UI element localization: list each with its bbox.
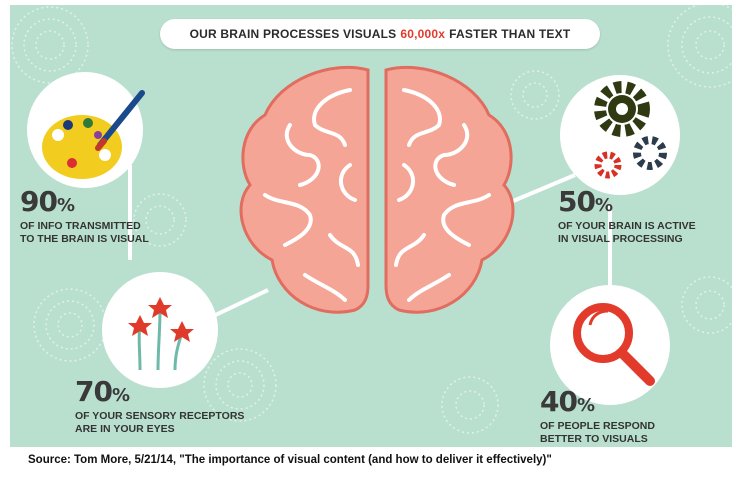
infographic-panel: OUR BRAIN PROCESSES VISUALS 60,000x FAST…: [10, 5, 732, 447]
stat-sensory-receptors: 70% OF YOUR SENSORY RECEPTORS ARE IN YOU…: [75, 378, 244, 436]
title-highlight: 60,000x: [400, 27, 446, 41]
stat-line-2: TO THE BRAIN IS VISUAL: [20, 233, 149, 245]
palette-icon: [27, 72, 145, 188]
stat-info-visual: 90% OF INFO TRANSMITTED TO THE BRAIN IS …: [20, 188, 149, 246]
stat-line-1: OF INFO TRANSMITTED: [20, 220, 141, 232]
stat-brain-active: 50% OF YOUR BRAIN IS ACTIVE IN VISUAL PR…: [558, 188, 696, 246]
title-banner: OUR BRAIN PROCESSES VISUALS 60,000x FAST…: [160, 19, 600, 49]
stat-line-2: ARE IN YOUR EYES: [75, 423, 175, 435]
stat-line-2: IN VISUAL PROCESSING: [558, 233, 683, 245]
infographic-artwork: [11, 5, 732, 434]
stat-line-1: OF YOUR SENSORY RECEPTORS: [75, 410, 245, 422]
stat-number: 70%: [75, 375, 130, 408]
source-citation: Source: Tom More, 5/21/14, "The importan…: [28, 454, 552, 466]
stat-line-1: OF PEOPLE RESPOND: [540, 420, 655, 432]
title-prefix: OUR BRAIN PROCESSES VISUALS: [189, 27, 397, 41]
stat-line-2: BETTER TO VISUALS: [540, 433, 648, 445]
stat-number: 40%: [540, 385, 595, 418]
gears-icon: [560, 75, 680, 195]
flowers-icon: [102, 272, 218, 388]
title-suffix: FASTER THAN TEXT: [449, 27, 571, 41]
stat-number: 50%: [558, 185, 613, 218]
magnifier-icon: [550, 285, 670, 405]
brain-illustration: [239, 65, 515, 314]
stat-number: 90%: [20, 185, 75, 218]
stat-line-1: OF YOUR BRAIN IS ACTIVE: [558, 220, 696, 232]
stat-people-respond: 40% OF PEOPLE RESPOND BETTER TO VISUALS: [540, 388, 655, 446]
